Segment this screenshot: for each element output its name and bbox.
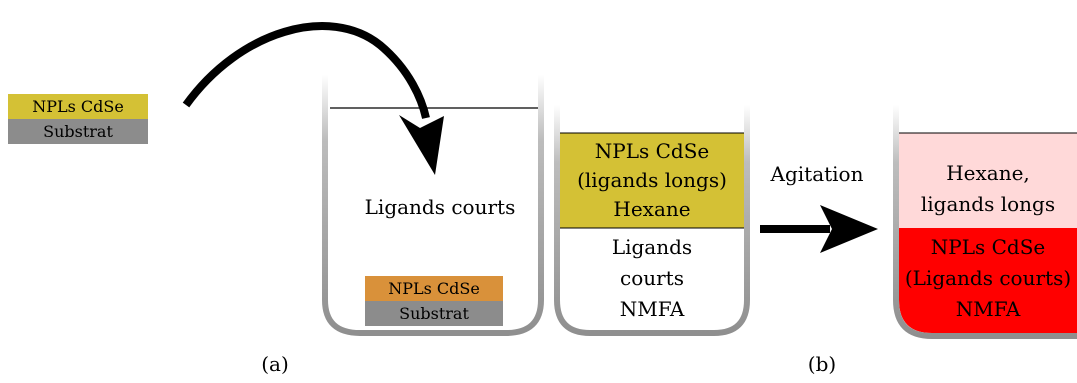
beaker-b1-lower-line1: Ligands [612, 235, 692, 259]
beaker-b2-lower-line1: NPLs CdSe [931, 235, 1046, 259]
beaker-b1-upper-line3: Hexane [613, 197, 690, 221]
left-sample-stack: NPLs CdSe Substrat [8, 94, 148, 144]
beaker-a: Ligands courts NPLs CdSe Substrat [322, 75, 544, 336]
beaker-b2-lower-line3: NMFA [956, 297, 1021, 321]
beaker-b1-wall [554, 105, 750, 336]
beaker-b1-upper-phase [560, 133, 745, 228]
beaker-a-wall [322, 75, 544, 336]
beaker-b2: Hexane, ligands longs NPLs CdSe (Ligands… [893, 105, 1077, 339]
beaker-b2-upper-phase [899, 133, 1077, 228]
caption-a: (a) [261, 352, 289, 376]
beaker-a-substrate-layer [365, 301, 503, 326]
agitation-arrow-head [820, 205, 878, 253]
beaker-a-substrate-label: Substrat [399, 304, 469, 323]
beaker-b1-upper-line2: (ligands longs) [577, 168, 727, 192]
agitation-label: Agitation [770, 162, 864, 186]
beaker-a-solution-label: Ligands courts [365, 195, 516, 219]
left-substrate-label: Substrat [43, 122, 113, 141]
curved-arrow-shaft [182, 22, 430, 119]
curved-arrow [182, 22, 444, 175]
beaker-b2-lower-line2: (Ligands courts) [905, 266, 1071, 290]
left-cdse-layer [8, 94, 148, 119]
beaker-b1: NPLs CdSe (ligands longs) Hexane Ligands… [554, 105, 750, 336]
beaker-b1-upper-line1: NPLs CdSe [595, 139, 710, 163]
agitation-arrow: Agitation [760, 162, 878, 253]
left-substrate-layer [8, 119, 148, 144]
curved-arrow-head [399, 115, 444, 175]
beaker-b1-lower-line2: courts [620, 266, 684, 290]
beaker-b2-wall [893, 105, 1077, 339]
left-cdse-label: NPLs CdSe [32, 97, 124, 116]
beaker-b2-upper-line1: Hexane, [946, 161, 1030, 185]
beaker-b2-upper-line2: ligands longs [921, 192, 1055, 216]
beaker-a-cdse-label: NPLs CdSe [388, 279, 480, 298]
caption-b: (b) [808, 352, 836, 376]
beaker-b1-lower-line3: NMFA [620, 297, 685, 321]
beaker-b2-lower-phase [899, 228, 1077, 333]
beaker-a-cdse-layer [365, 276, 503, 301]
